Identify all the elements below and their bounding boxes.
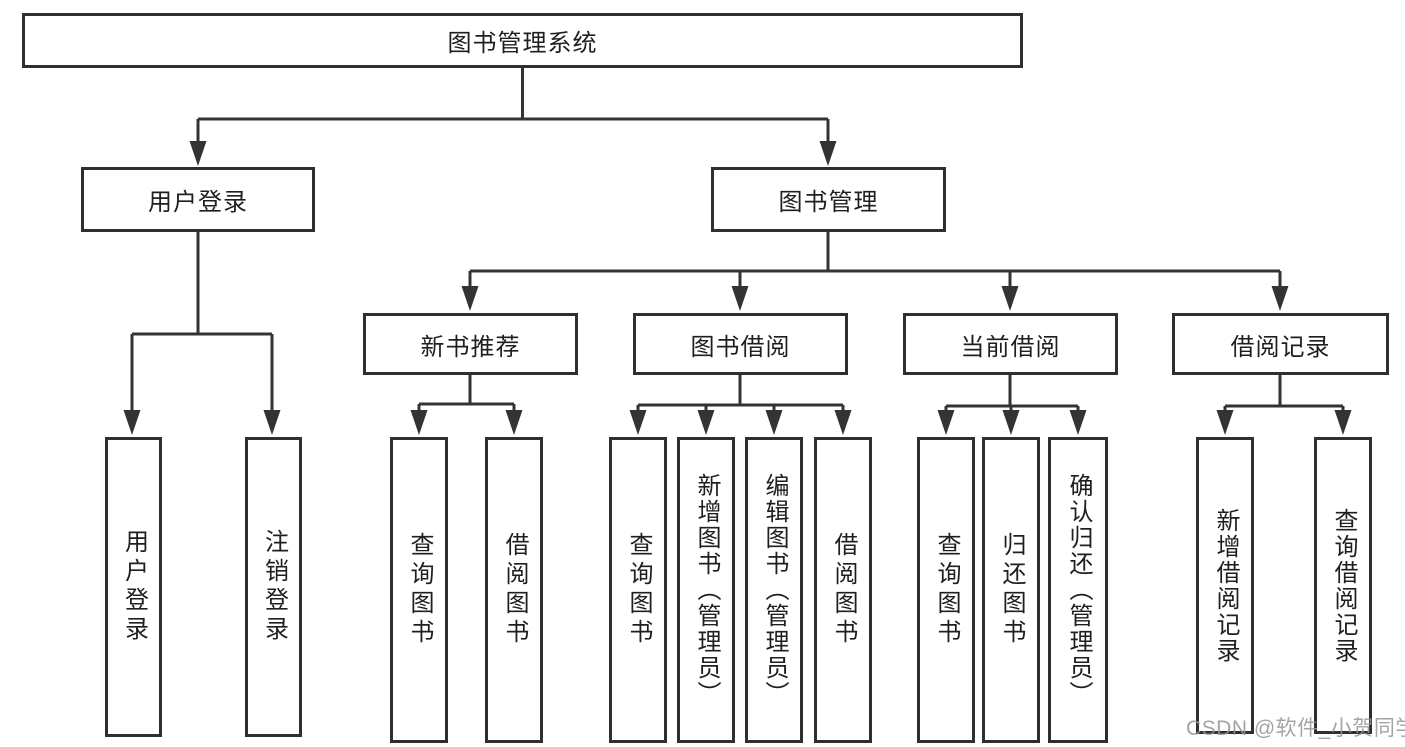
leaf-confirm-return-admin: 确认归还（管理员）: [1048, 437, 1108, 743]
leaf-query-books-borrow-label: 查询图书: [625, 532, 652, 648]
leaf-confirm-return-admin-label: 确认归还（管理员）: [1065, 473, 1092, 707]
node-new-book-recommendation-label: 新书推荐: [420, 333, 521, 361]
node-borrowing-records: 借阅记录: [1172, 313, 1389, 375]
leaf-borrow-books-label: 借阅图书: [830, 532, 857, 648]
node-root-label: 图书管理系统: [447, 30, 598, 57]
leaf-return-books: 归还图书: [982, 437, 1040, 743]
leaf-query-books-rec-label: 查询图书: [406, 532, 433, 648]
leaf-add-borrow-record-label: 新增借阅记录: [1212, 507, 1239, 664]
leaf-add-books-admin-label: 新增图书（管理员）: [693, 473, 720, 707]
node-root-system: 图书管理系统: [22, 13, 1023, 68]
leaf-borrow-books: 借阅图书: [814, 437, 872, 743]
leaf-edit-books-admin: 编辑图书（管理员）: [745, 437, 803, 743]
leaf-logout-label: 注销登录: [260, 529, 288, 645]
leaf-add-borrow-record: 新增借阅记录: [1196, 437, 1254, 734]
node-book-borrowing: 图书借阅: [633, 313, 848, 375]
node-book-borrowing-label: 图书借阅: [690, 333, 791, 361]
node-user-login: 用户登录: [81, 167, 315, 232]
node-book-management-label: 图书管理: [778, 189, 879, 216]
leaf-query-books-current: 查询图书: [917, 437, 975, 743]
leaf-user-login: 用户登录: [105, 437, 162, 737]
node-current-borrowing-label: 当前借阅: [960, 333, 1061, 361]
arrowhead-icons: [123, 141, 1352, 435]
leaf-query-borrow-record-label: 查询借阅记录: [1330, 507, 1357, 664]
leaf-query-books-borrow: 查询图书: [609, 437, 667, 743]
leaf-edit-books-admin-label: 编辑图书（管理员）: [761, 473, 788, 707]
node-current-borrowing: 当前借阅: [903, 313, 1118, 375]
node-new-book-recommendation: 新书推荐: [363, 313, 578, 375]
node-user-login-label: 用户登录: [148, 189, 248, 216]
leaf-return-books-label: 归还图书: [998, 532, 1025, 648]
leaf-query-books-current-label: 查询图书: [933, 532, 960, 648]
leaf-borrow-books-rec-label: 借阅图书: [501, 532, 528, 648]
leaf-add-books-admin: 新增图书（管理员）: [677, 437, 735, 743]
leaf-borrow-books-rec: 借阅图书: [485, 437, 543, 743]
leaf-query-borrow-record: 查询借阅记录: [1314, 437, 1372, 734]
csdn-watermark: CSDN @软件_小贺同学: [1186, 717, 1405, 740]
node-borrowing-records-label: 借阅记录: [1230, 333, 1331, 361]
leaf-logout: 注销登录: [245, 437, 302, 737]
leaf-user-login-label: 用户登录: [120, 529, 148, 645]
node-book-management: 图书管理: [711, 167, 946, 232]
leaf-query-books-rec: 查询图书: [390, 437, 448, 743]
